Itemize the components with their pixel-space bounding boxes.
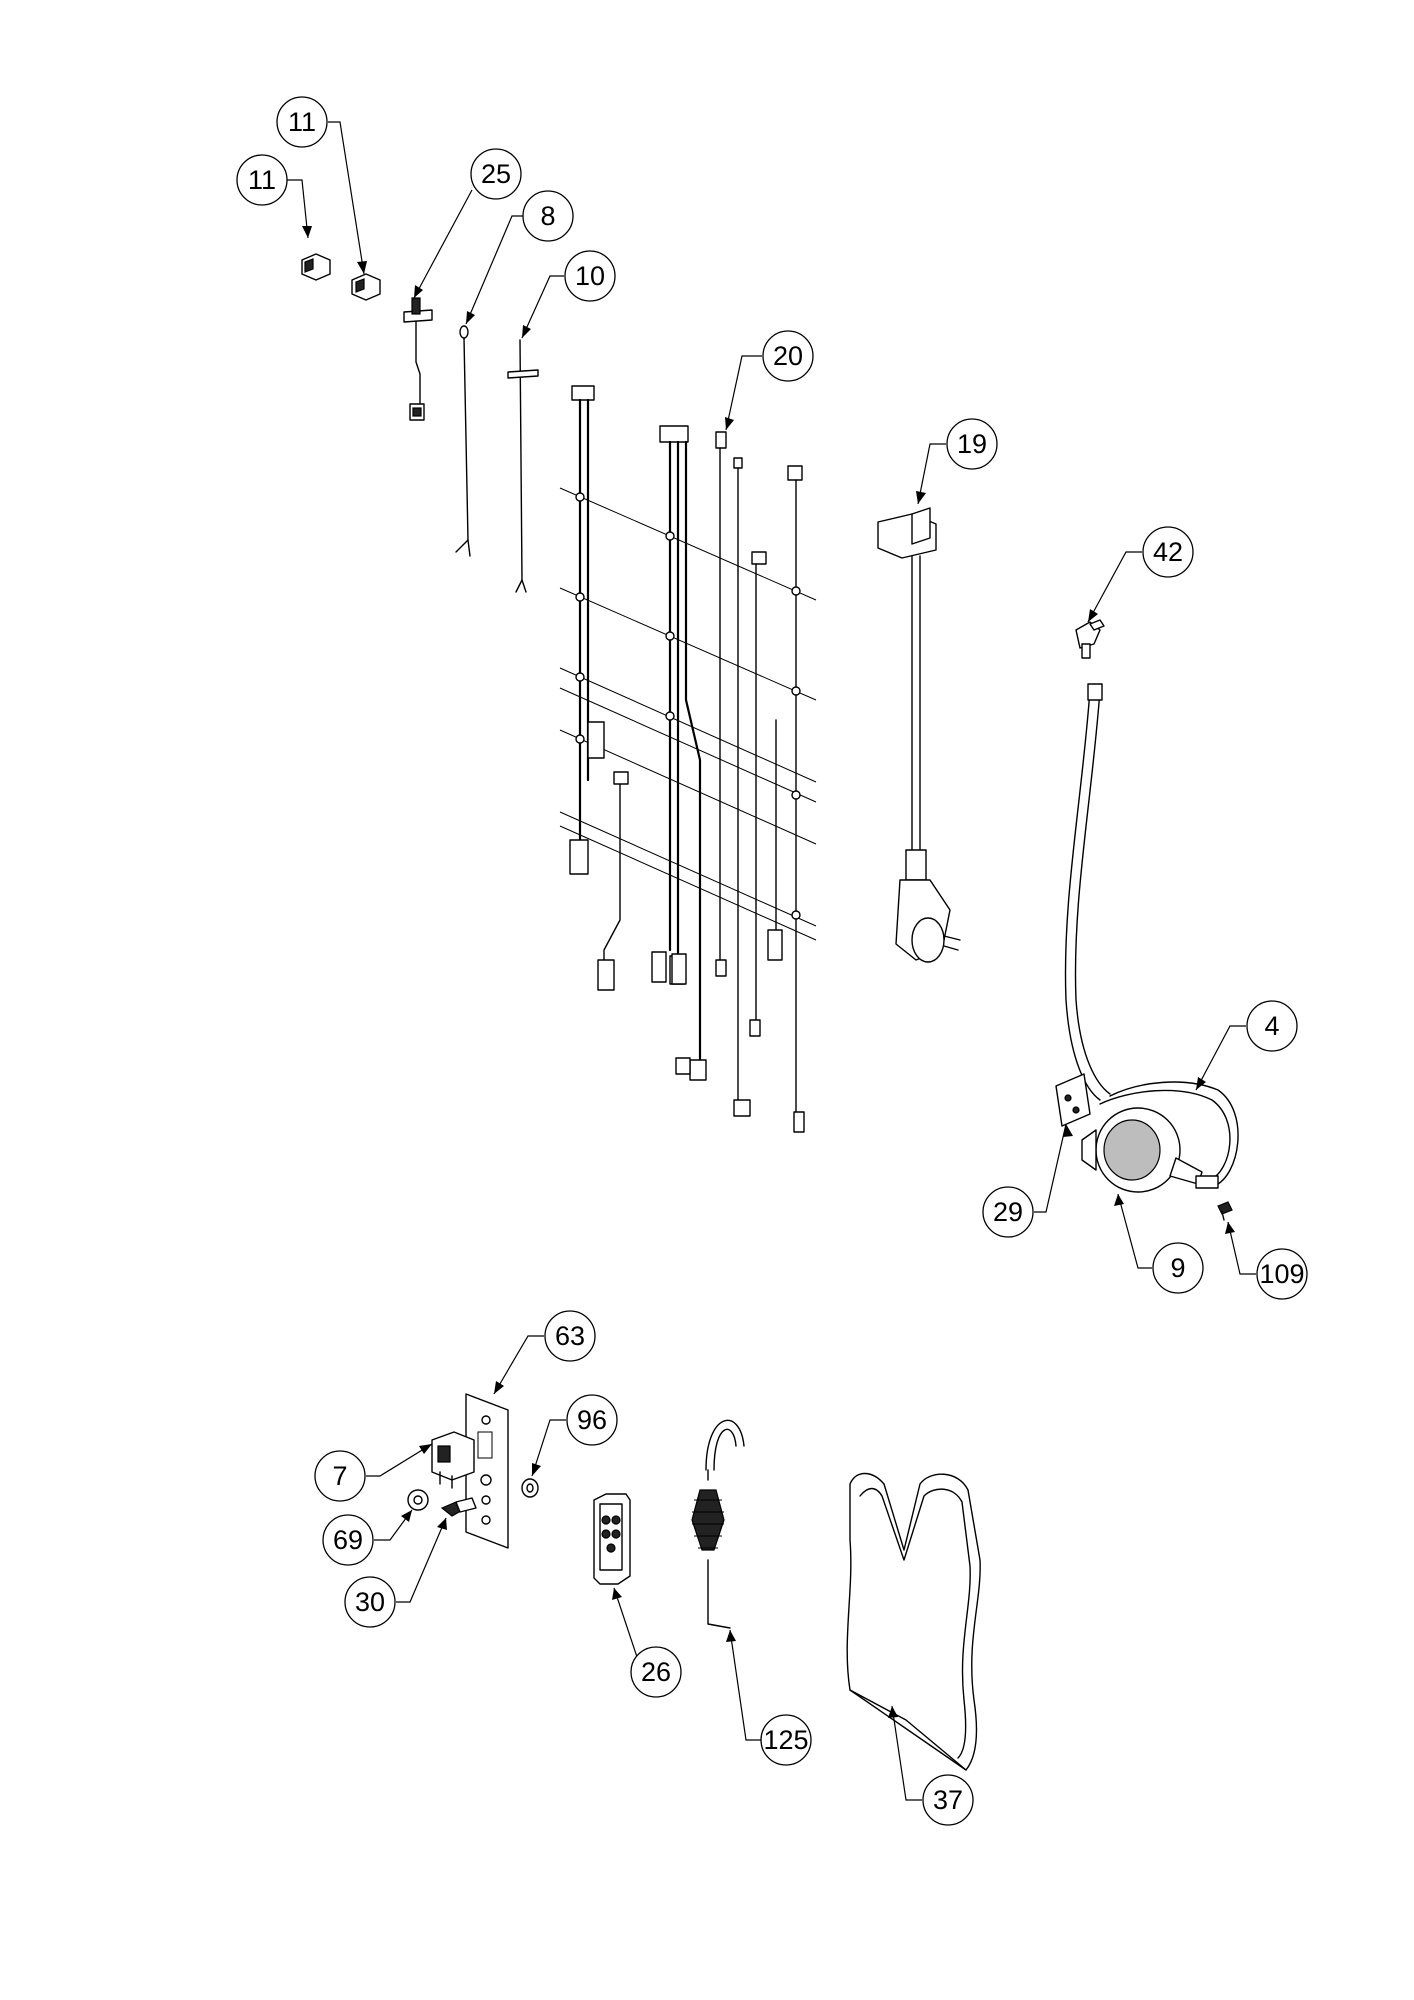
part-109-screw (1217, 1201, 1233, 1221)
callout-109: 109 (1256, 1248, 1308, 1300)
callout-label: 96 (577, 1405, 607, 1435)
part-125-hanger (691, 1419, 745, 1629)
callout-11-top: 11 (276, 96, 328, 148)
callout-26: 26 (630, 1646, 682, 1698)
callout-label: 19 (957, 429, 987, 459)
part-19-power-cord (877, 507, 961, 963)
part-4-hose (1064, 683, 1239, 1187)
part-26-remote (593, 1493, 631, 1585)
part-9-blower (1081, 1107, 1219, 1193)
part-63-plate (465, 1393, 509, 1549)
callout-30: 30 (344, 1576, 396, 1628)
callout-9: 9 (1152, 1242, 1204, 1294)
part-10-probe (507, 339, 539, 593)
callout-label: 20 (773, 341, 803, 371)
callout-label: 37 (933, 1785, 963, 1815)
callout-25: 25 (470, 148, 522, 200)
callout-label: 8 (540, 201, 555, 231)
part-37-cushion (846, 1472, 981, 1771)
callout-label: 63 (555, 1321, 585, 1351)
callout-10: 10 (564, 250, 616, 302)
callout-label: 4 (1264, 1011, 1279, 1041)
callout-label: 26 (641, 1657, 671, 1687)
leader-arrowheads (302, 226, 1235, 1718)
part-96-nut (521, 1478, 539, 1498)
part-29-bracket (1055, 1073, 1091, 1127)
callout-4: 4 (1246, 1000, 1298, 1052)
callout-19: 19 (946, 418, 998, 470)
part-25-sensor (403, 297, 433, 421)
leader-lines (286, 121, 1256, 1801)
callout-37: 37 (922, 1774, 974, 1826)
callout-11-left: 11 (236, 154, 288, 206)
part-11-clip-right (351, 273, 381, 301)
callout-label: 30 (355, 1587, 385, 1617)
callout-label: 9 (1170, 1253, 1185, 1283)
callout-label: 125 (763, 1725, 808, 1755)
callout-29: 29 (982, 1186, 1034, 1238)
callout-label: 109 (1259, 1259, 1304, 1289)
callout-label: 29 (993, 1197, 1023, 1227)
callout-label: 10 (575, 261, 605, 291)
callout-label: 11 (288, 107, 316, 137)
callout-7: 7 (314, 1450, 366, 1502)
callout-42: 42 (1142, 526, 1194, 578)
callout-69: 69 (322, 1514, 374, 1566)
part-69-washer (407, 1489, 429, 1511)
callout-label: 42 (1153, 537, 1183, 567)
callout-96: 96 (566, 1394, 618, 1446)
callout-8: 8 (522, 190, 574, 242)
callout-label: 11 (248, 165, 276, 195)
part-20-wiring-harness (559, 385, 817, 1133)
part-8-probe (455, 325, 471, 557)
callout-label: 7 (332, 1461, 347, 1491)
callout-20: 20 (762, 330, 814, 382)
callout-label: 69 (333, 1525, 363, 1555)
part-42-fitting (1075, 619, 1105, 659)
part-7-switch (431, 1431, 475, 1489)
callout-label: 25 (481, 159, 511, 189)
callout-63: 63 (544, 1310, 596, 1362)
callout-125: 125 (760, 1714, 812, 1766)
part-11-clip-left (301, 253, 331, 281)
part-30-connector (440, 1497, 477, 1517)
